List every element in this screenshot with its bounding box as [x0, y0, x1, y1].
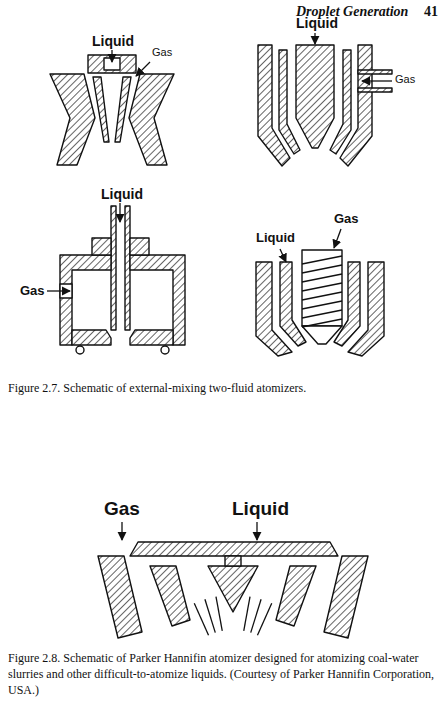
swirl-vane — [302, 301, 342, 309]
swirl-vanes — [302, 256, 342, 327]
flow-label: Gas — [152, 46, 172, 59]
atomizer-top-right — [258, 45, 392, 166]
flow-label: Gas — [20, 284, 45, 299]
swirl-vane — [302, 283, 342, 291]
flow-label: Gas — [104, 498, 140, 520]
spray-passage — [194, 603, 208, 635]
atomizer-top-left — [50, 55, 174, 165]
flow-label: Gas — [334, 212, 359, 227]
figure-caption: Figure 2.8. Schematic of Parker Hannifin… — [8, 650, 436, 699]
swirl-vane — [302, 265, 342, 273]
flow-label: Liquid — [256, 231, 295, 246]
flow-label: Liquid — [101, 186, 143, 202]
swirl-vane — [302, 319, 342, 327]
spray-passage — [216, 597, 222, 631]
flow-arrows — [47, 33, 392, 540]
swirl-vane — [302, 310, 342, 318]
spray-passages — [194, 597, 271, 636]
spray-passage — [251, 599, 261, 632]
flow-label: Gas — [395, 73, 415, 86]
spray-passage — [244, 597, 250, 631]
flow-label: Liquid — [232, 498, 289, 520]
atomizer-bottom-left — [60, 206, 185, 354]
spray-passage — [205, 599, 215, 632]
swirl-vane — [302, 292, 342, 300]
flow-label: Liquid — [92, 33, 134, 49]
spray-passage — [257, 603, 271, 635]
swirl-vane — [302, 256, 342, 264]
parker-hannifin-atomizer — [98, 542, 368, 638]
flow-label: Liquid — [296, 15, 338, 31]
figure-caption: Figure 2.7. Schematic of external-mixing… — [8, 380, 438, 396]
atomizer-bottom-right — [256, 250, 384, 356]
swirl-vane — [302, 274, 342, 282]
page-number: 41 — [424, 4, 438, 20]
